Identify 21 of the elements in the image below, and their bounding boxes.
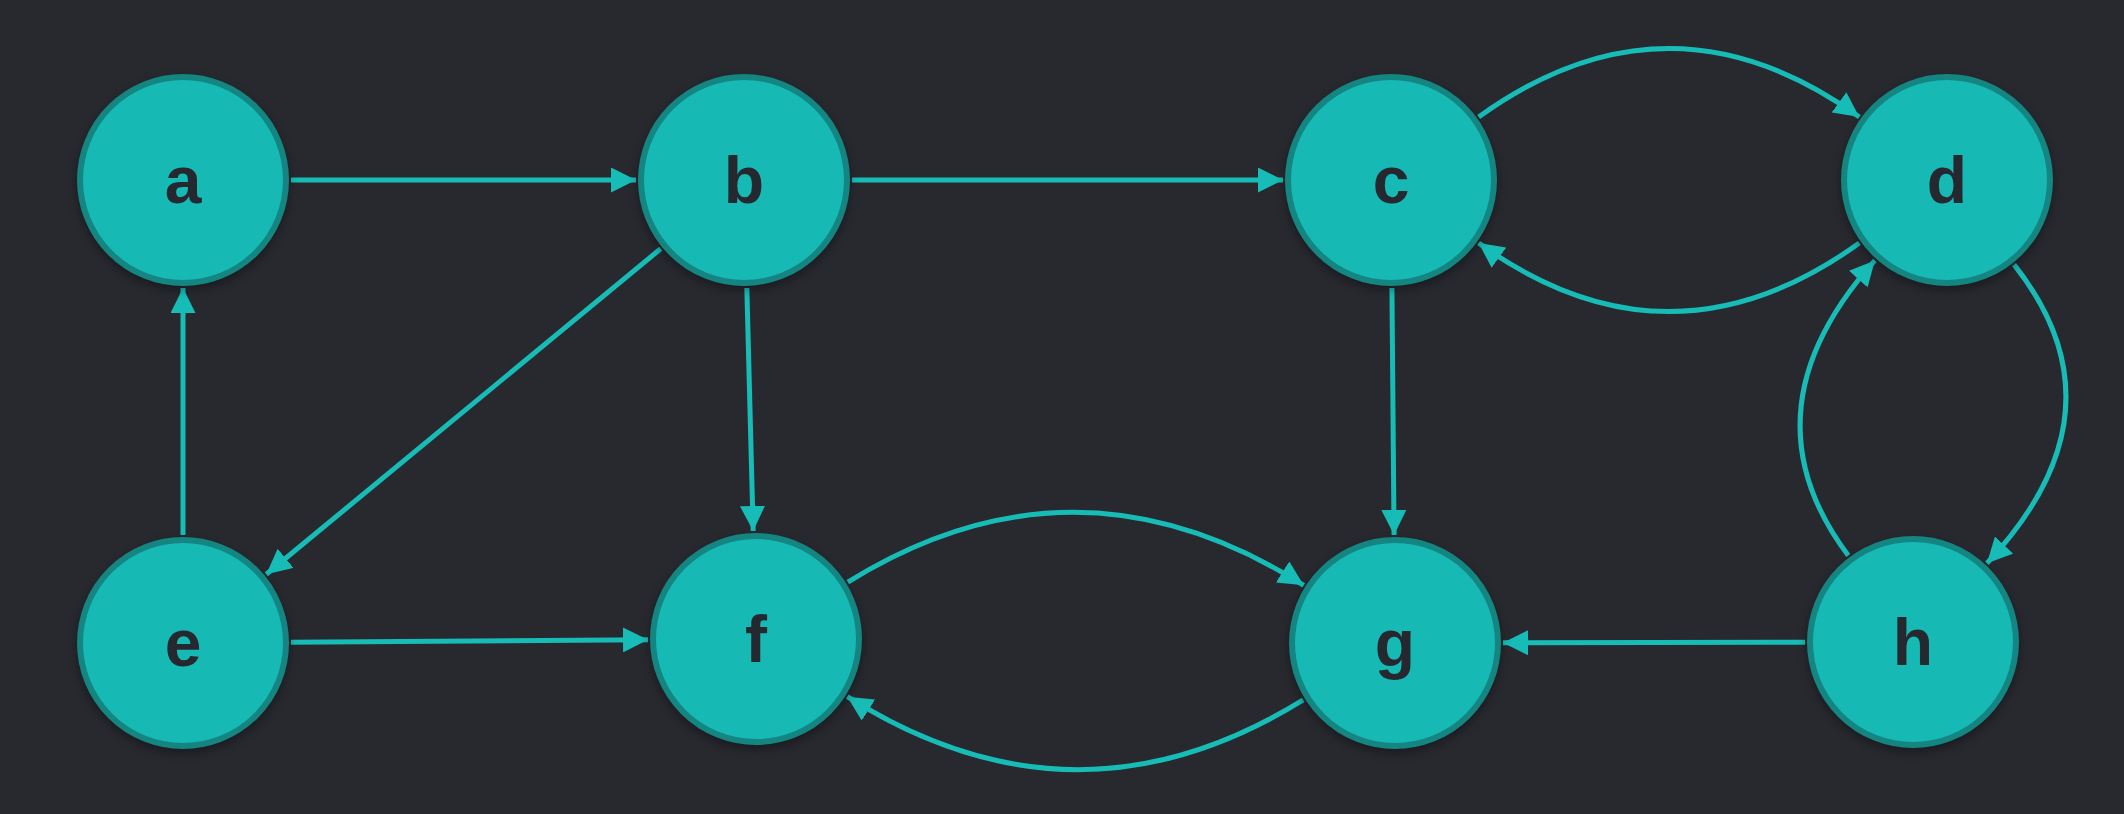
node-label: a <box>164 147 202 213</box>
arrow <box>1985 263 2069 565</box>
node-label: c <box>1372 147 1410 213</box>
node-label: h <box>1892 609 1934 675</box>
arrow <box>170 288 196 535</box>
arrow <box>852 167 1283 193</box>
node-label: d <box>1926 147 1968 213</box>
arrow <box>846 509 1305 588</box>
node-label: b <box>723 147 765 213</box>
arrow <box>1797 258 1877 557</box>
arrow <box>1381 287 1407 536</box>
node-label: e <box>164 610 202 676</box>
arrow <box>740 287 765 532</box>
arrow <box>1503 630 1805 656</box>
arrow <box>1477 46 1861 119</box>
node-label: f <box>745 606 767 672</box>
arrow <box>291 627 648 653</box>
arrow <box>846 694 1305 773</box>
arrow <box>291 167 636 193</box>
arrow <box>264 246 663 577</box>
arrow <box>1477 241 1861 314</box>
